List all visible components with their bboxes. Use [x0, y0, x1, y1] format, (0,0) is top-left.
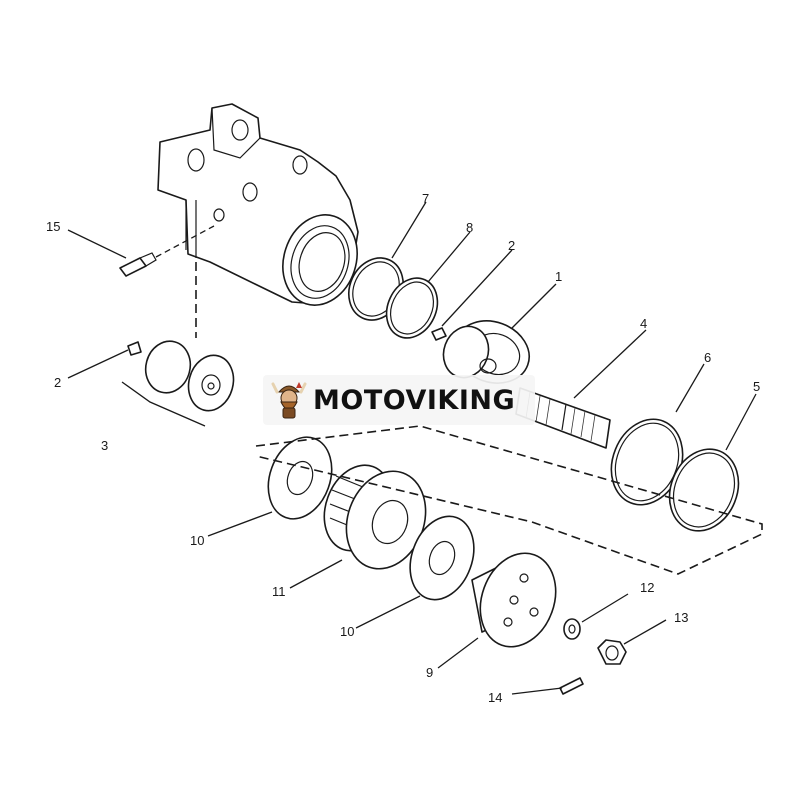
part-10-washer-lower: [409, 515, 475, 601]
part-2-plug-lower: [127, 341, 142, 356]
callout-8: 8: [466, 220, 473, 235]
part-13-nut: [597, 639, 627, 665]
assembly-dashes: [195, 262, 763, 575]
housing: [157, 103, 359, 306]
callout-2-lower: 2: [54, 375, 61, 390]
callout-9: 9: [426, 665, 433, 680]
callout-2-upper: 2: [508, 238, 515, 253]
callout-7: 7: [422, 191, 429, 206]
part-15-fitting: [119, 225, 215, 277]
part-8-o-ring: [385, 277, 439, 339]
callout-4: 4: [640, 316, 647, 331]
part-2-plug-upper: [431, 327, 447, 341]
brand-watermark: MOTOVIKING: [263, 375, 535, 425]
callout-15: 15: [46, 219, 60, 234]
part-12-washer: [563, 618, 581, 640]
brand-name: MOTOVIKING: [313, 384, 516, 416]
part-5-ring: [668, 448, 740, 532]
part-11-bearing: [323, 464, 427, 570]
callout-1: 1: [555, 269, 562, 284]
part-9-flange: [471, 552, 557, 648]
viking-mascot-icon: [271, 382, 307, 419]
callout-6: 6: [704, 350, 711, 365]
callout-10-upper: 10: [190, 533, 204, 548]
part-14-pin: [559, 677, 584, 695]
callout-11: 11: [272, 584, 286, 599]
callout-14: 14: [488, 690, 502, 705]
part-1-collar: [442, 320, 530, 384]
callout-10-lower: 10: [340, 624, 354, 639]
callout-3: 3: [101, 438, 108, 453]
callout-13: 13: [674, 610, 688, 625]
callout-12: 12: [640, 580, 654, 595]
part-3-cover: [121, 340, 235, 427]
callout-5: 5: [753, 379, 760, 394]
callout-labels: 15 7 8 2 1 4 6 5 2 3 10 11 10 9 12 13 14: [46, 191, 760, 705]
part-6-ring: [610, 418, 684, 506]
leader-lines: [67, 201, 757, 695]
